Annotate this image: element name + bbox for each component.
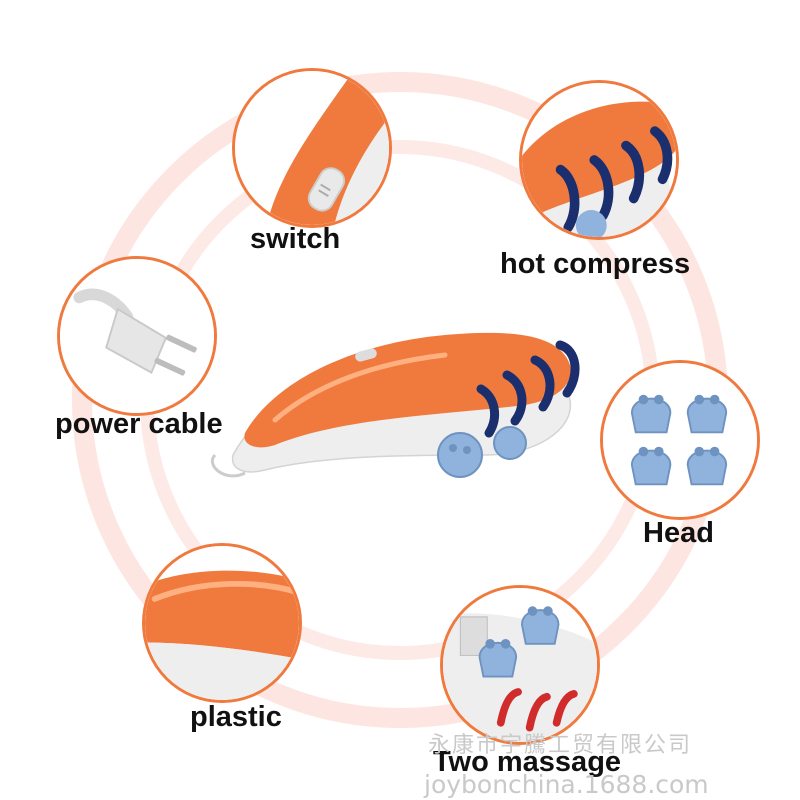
plastic-label: plastic xyxy=(190,701,282,733)
hot-compress-bubble xyxy=(519,80,679,240)
power-cable-bubble xyxy=(57,256,217,416)
two-massage-label: Two massage xyxy=(433,746,622,778)
plastic-shell-closeup-image xyxy=(145,546,299,700)
two-massage-heads-closeup-image xyxy=(443,588,597,742)
massager-product-image xyxy=(211,332,580,478)
plastic-bubble xyxy=(142,543,302,703)
switch-closeup-image xyxy=(235,71,389,225)
hot-compress-closeup-image xyxy=(522,83,676,237)
power-cable-label: power cable xyxy=(55,408,223,440)
massage-heads-image xyxy=(603,363,757,517)
hot-compress-label: hot compress xyxy=(500,248,691,280)
two-massage-bubble xyxy=(440,585,600,745)
power-plug-closeup-image xyxy=(60,259,214,413)
watermark-company: 永康市宇騰工贸有限公司 xyxy=(428,733,693,758)
head-label: Head xyxy=(643,517,714,549)
head-bubble xyxy=(600,360,760,520)
switch-bubble xyxy=(232,68,392,228)
switch-label: switch xyxy=(250,223,341,255)
watermark-site: joybonchina.1688.com xyxy=(424,770,709,799)
